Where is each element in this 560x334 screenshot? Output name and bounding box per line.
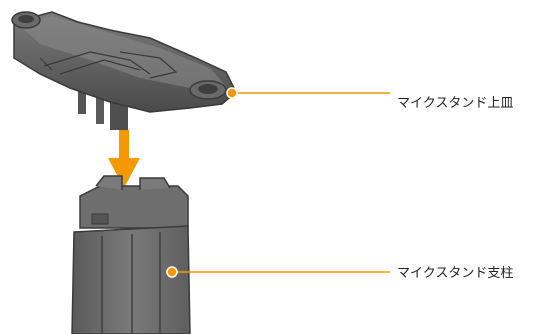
support-pillar-label: マイクスタンド支柱 (397, 266, 513, 282)
upper-tray-part (12, 12, 236, 130)
callout-upper-tray (227, 88, 390, 98)
support-pillar-part (72, 176, 190, 334)
upper-tray-label: マイクスタンド上皿 (397, 96, 513, 112)
callout-support-pillar (167, 267, 390, 277)
